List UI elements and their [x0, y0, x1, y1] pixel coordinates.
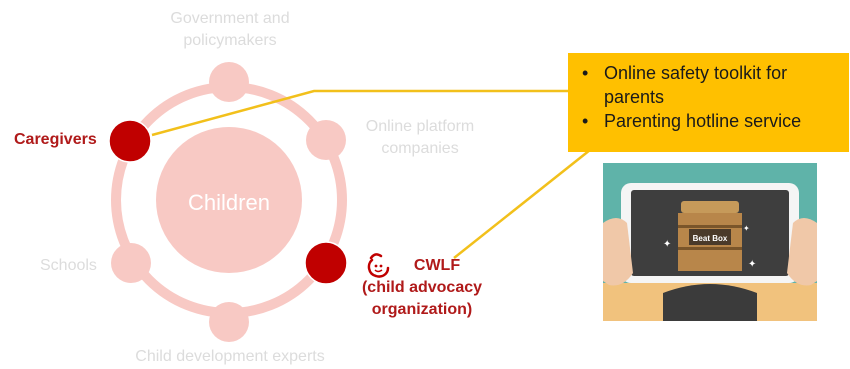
caregivers-connector — [151, 89, 580, 137]
label-cwlf: CWLF (child advocacy organization) — [357, 255, 487, 321]
node-government — [209, 62, 249, 102]
sparkle-icon: ✦ — [748, 259, 756, 270]
label-government-line2: policymakers — [183, 32, 277, 49]
cwlf-logo-icon — [367, 253, 390, 278]
label-cwlf-line3: organization) — [371, 301, 473, 318]
sparkle-icon: ✦ — [663, 239, 671, 250]
label-caregivers: Caregivers — [14, 131, 97, 148]
service-toolkit-line2: parents — [604, 87, 665, 107]
label-cwlf-line2: (child advocacy — [361, 279, 483, 296]
cwlf-connector — [453, 149, 591, 259]
service-item-hotline: Parenting hotline service — [574, 109, 839, 133]
children-label: Children — [188, 190, 270, 215]
label-government: Government and policymakers — [130, 8, 330, 52]
node-caregivers — [108, 119, 152, 163]
label-cwlf-line1: CWLF — [413, 257, 461, 274]
services-list: Online safety toolkit for parents Parent… — [574, 61, 839, 133]
node-online-platforms — [306, 120, 346, 160]
node-cwlf — [304, 241, 348, 285]
service-item-toolkit: Online safety toolkit for parents — [574, 61, 839, 109]
label-child-development-experts: Child development experts — [135, 348, 325, 365]
label-government-line1: Government and — [170, 10, 290, 27]
tablet-illustration: Beat Box ✦ ✦ ✦ — [603, 163, 817, 321]
label-schools: Schools — [40, 257, 97, 274]
sparkle-icon: ✦ — [743, 224, 750, 233]
label-online-platforms: Online platform companies — [340, 116, 500, 160]
label-platforms-line1: Online platform — [365, 118, 475, 135]
tablet-screen-title: Beat Box — [693, 234, 728, 243]
children-circle — [156, 127, 302, 273]
node-schools — [111, 243, 151, 283]
service-toolkit-line1: Online safety toolkit for — [604, 63, 788, 83]
label-platforms-line2: companies — [381, 140, 459, 157]
node-child-development-experts — [209, 302, 249, 342]
tablet-image: Beat Box ✦ ✦ ✦ — [603, 163, 817, 321]
services-callout: Online safety toolkit for parents Parent… — [568, 53, 849, 152]
